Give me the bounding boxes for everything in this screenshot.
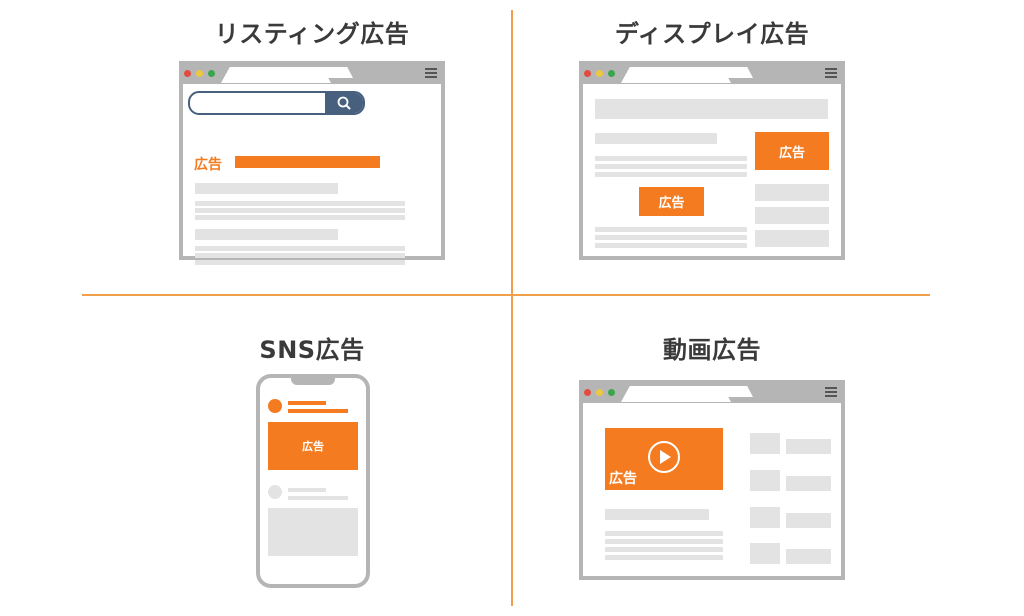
post-image-placeholder: [268, 508, 358, 556]
horizontal-divider: [82, 294, 930, 296]
play-icon: [648, 441, 680, 473]
placeholder-line: [595, 235, 747, 240]
placeholder-side-block: [755, 184, 829, 201]
window-maximize-dot: [208, 70, 215, 77]
display-page-content: 広告 広告: [583, 84, 841, 256]
display-ad-box-2: [639, 187, 704, 216]
placeholder-heading: [605, 509, 709, 520]
window-close-dot: [584, 70, 591, 77]
placeholder-side-block: [755, 207, 829, 224]
window-close-dot: [184, 70, 191, 77]
listing-ad-bar: [235, 156, 380, 168]
avatar-icon: [268, 485, 282, 499]
post-header-line: [288, 401, 326, 405]
post-header-line: [288, 488, 326, 492]
post-header-line: [288, 496, 348, 500]
listing-page-content: 広告: [183, 84, 441, 265]
browser-tab-secondary: [695, 386, 753, 397]
video-ad-label: 広告: [609, 471, 637, 487]
post-header-line: [288, 409, 348, 413]
placeholder-thumb: [750, 543, 780, 564]
search-box: [188, 91, 365, 115]
placeholder-line: [595, 172, 747, 177]
sns-ad-box: [268, 422, 358, 470]
placeholder-line: [195, 246, 405, 251]
window-minimize-dot: [596, 389, 603, 396]
placeholder-heading: [595, 133, 717, 144]
menu-icon: [825, 387, 837, 397]
sns-title: SNS広告: [259, 336, 365, 364]
placeholder-title: [786, 549, 831, 564]
display-ad-label-2: 広告: [658, 196, 685, 211]
window-maximize-dot: [608, 389, 615, 396]
sns-ad-label: 広告: [302, 440, 324, 453]
menu-icon: [825, 68, 837, 78]
placeholder-title: [786, 476, 831, 491]
placeholder-line: [195, 208, 405, 213]
search-icon: [337, 96, 351, 110]
placeholder-side-block: [755, 230, 829, 247]
video-player: [605, 428, 723, 490]
window-minimize-dot: [596, 70, 603, 77]
placeholder-line: [195, 215, 405, 220]
placeholder-heading: [195, 229, 338, 240]
placeholder-line: [605, 547, 723, 552]
placeholder-title: [786, 439, 831, 454]
listing-ad-label: 広告: [194, 157, 222, 173]
display-title: ディスプレイ広告: [614, 20, 810, 48]
placeholder-thumb: [750, 433, 780, 454]
display-ad-box-1: [755, 132, 829, 170]
placeholder-line: [195, 253, 405, 258]
window-minimize-dot: [196, 70, 203, 77]
avatar-icon: [268, 399, 282, 413]
placeholder-line: [195, 201, 405, 206]
window-close-dot: [584, 389, 591, 396]
placeholder-line: [605, 531, 723, 536]
placeholder-line: [595, 227, 747, 232]
vertical-divider: [511, 10, 513, 606]
browser-tab-secondary: [295, 67, 353, 78]
placeholder-heading: [195, 183, 338, 194]
video-browser-window: 広告: [579, 380, 845, 580]
video-page-content: 広告: [583, 403, 841, 576]
placeholder-line: [595, 156, 747, 161]
window-maximize-dot: [608, 70, 615, 77]
placeholder-title: [786, 513, 831, 528]
placeholder-line: [195, 260, 405, 265]
placeholder-banner: [595, 99, 828, 119]
display-browser-window: 広告 広告: [579, 61, 845, 260]
menu-icon: [425, 68, 437, 78]
search-button: [325, 93, 363, 113]
placeholder-line: [595, 243, 747, 248]
phone-notch: [291, 377, 335, 385]
video-title: 動画広告: [663, 336, 761, 364]
listing-browser-window: 広告: [179, 61, 445, 265]
listing-title: リスティング広告: [214, 20, 410, 48]
placeholder-line: [605, 539, 723, 544]
display-ad-label-1: 広告: [778, 145, 805, 161]
placeholder-thumb: [750, 470, 780, 491]
placeholder-thumb: [750, 507, 780, 528]
smartphone-frame: 広告: [256, 374, 370, 588]
placeholder-line: [605, 555, 723, 560]
browser-tab-secondary: [695, 67, 753, 78]
placeholder-line: [595, 164, 747, 169]
